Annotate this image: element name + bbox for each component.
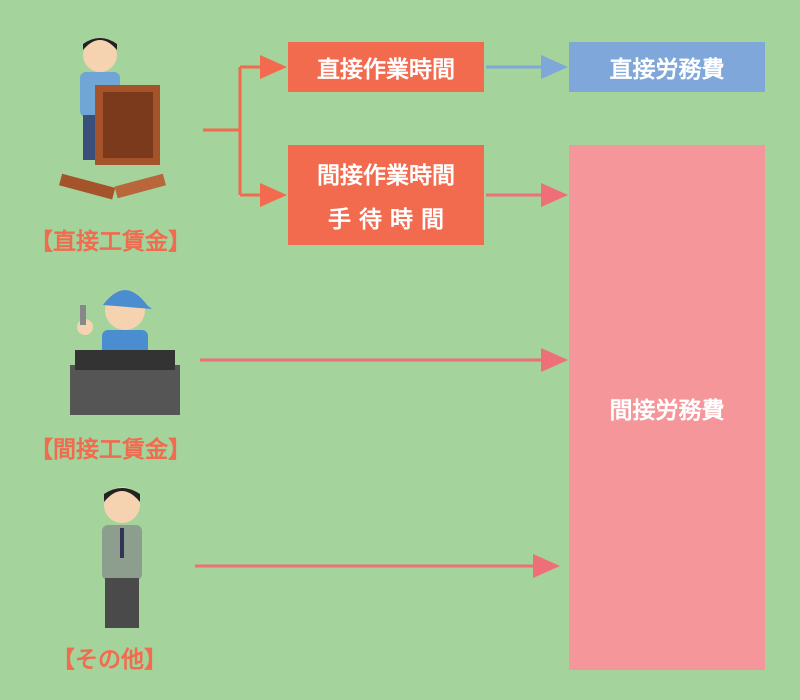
indirect-work-time-box: 間接作業時間 手 待 時 間: [288, 145, 484, 245]
carpenter-illustration: [59, 38, 166, 200]
direct-labor-cost-box: 直接労務費: [569, 42, 765, 92]
indirect-work-time-text: 間接作業時間: [317, 163, 455, 189]
indirect-labor-cost-text: 間接労務費: [609, 397, 725, 424]
direct-work-time-text: 直接作業時間: [317, 57, 455, 83]
direct-wages-branch-arrow: [203, 55, 287, 207]
mechanic-illustration: [70, 290, 180, 415]
direct-work-time-box: 直接作業時間: [288, 42, 484, 92]
direct-labor-cost-text: 直接労務費: [609, 57, 725, 83]
other-label: 【その他】: [52, 647, 167, 673]
indirect-labor-cost-box: 間接労務費: [569, 145, 765, 670]
indirect-wages-label: 【間接工賃金】: [30, 437, 191, 463]
direct-wages-label: 【直接工賃金】: [30, 229, 191, 255]
office-worker-illustration: [102, 487, 142, 628]
idle-time-text: 手 待 時 間: [327, 207, 445, 233]
